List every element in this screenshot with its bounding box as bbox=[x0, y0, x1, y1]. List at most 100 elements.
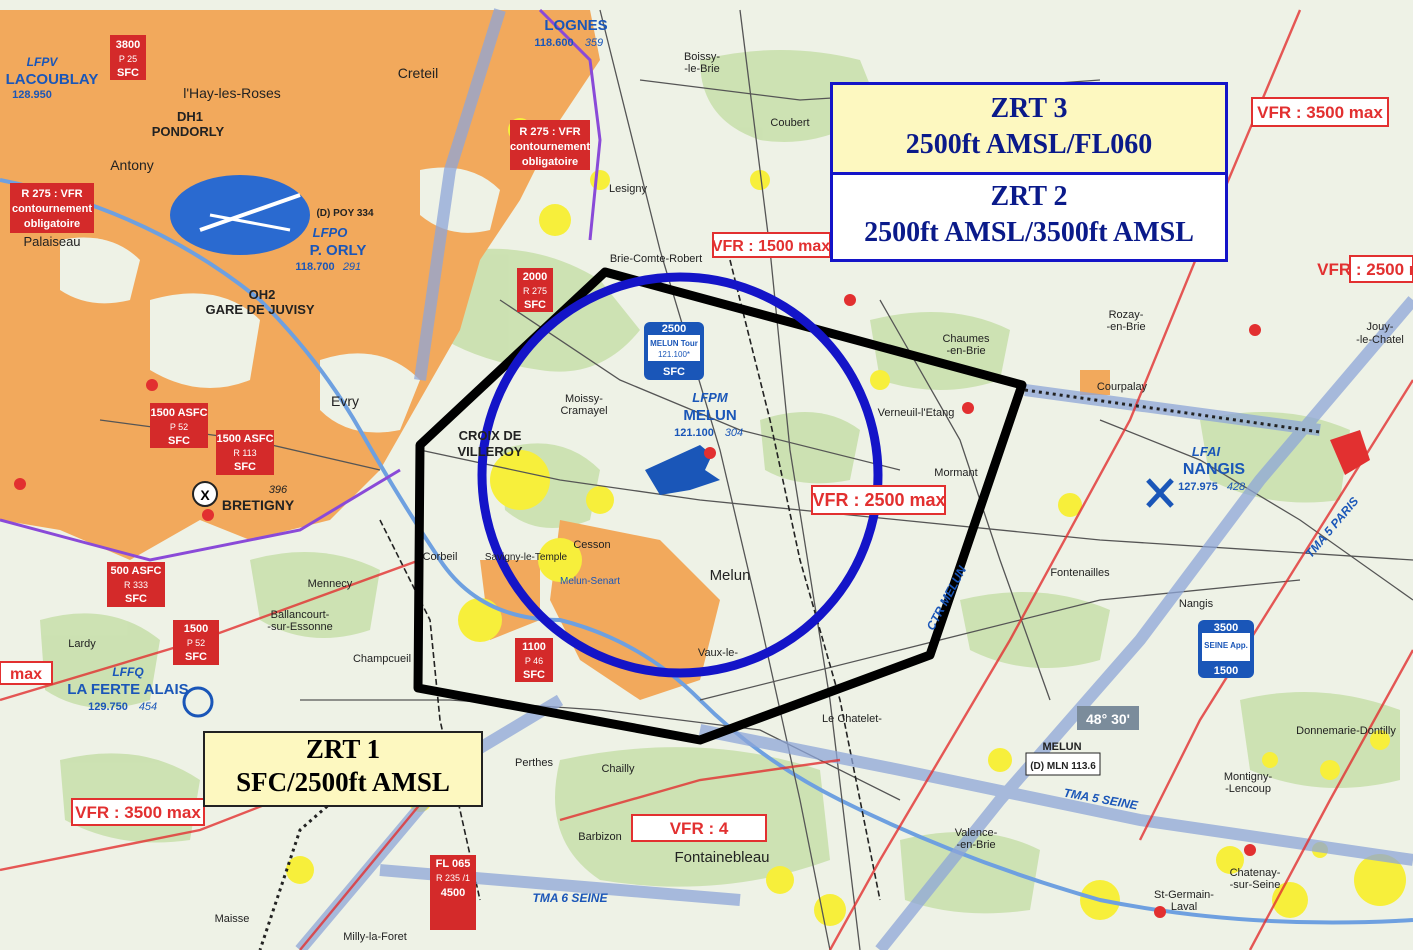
place-label: -sur-Seine bbox=[1230, 879, 1281, 891]
urban-gaps bbox=[60, 167, 500, 433]
place-label: GARE DE JUVISY bbox=[205, 302, 314, 317]
bretigny-elev: 396 bbox=[269, 484, 288, 496]
place-label: -sur-Essonne bbox=[267, 621, 332, 633]
altitude-box-mid: P 52 bbox=[187, 638, 205, 648]
nangis-name: NANGIS bbox=[1183, 461, 1246, 478]
place-label: Cramayel bbox=[560, 405, 607, 417]
melun-tour-top: 2500 bbox=[662, 323, 686, 335]
place-label: Savigny-le-Temple bbox=[485, 552, 568, 563]
altitude-box-bottom: SFC bbox=[117, 67, 139, 79]
nangis-airport-symbol bbox=[1146, 478, 1174, 508]
heliports bbox=[14, 294, 1261, 918]
purple-boundary bbox=[0, 8, 602, 562]
place-label: -en-Brie bbox=[1106, 321, 1145, 333]
place-label: Evry bbox=[331, 393, 359, 409]
tma-label: TMA 6 SEINE bbox=[533, 891, 609, 905]
nangis-icao: LFAI bbox=[1192, 444, 1221, 459]
altitude-box-bottom: SFC bbox=[524, 299, 546, 311]
place-label: Boissy- bbox=[684, 51, 720, 63]
la-ferte-icao: LFFQ bbox=[112, 665, 144, 679]
svg-text:X: X bbox=[200, 487, 210, 503]
nangis-freq: 127.975 bbox=[1178, 481, 1218, 493]
lacoublay-freq: 128.950 bbox=[12, 89, 52, 101]
place-label: St-Germain- bbox=[1154, 889, 1214, 901]
place-label: -en-Brie bbox=[946, 345, 985, 357]
seine-river bbox=[0, 178, 1413, 925]
altitude-box-bottom: SFC bbox=[234, 461, 256, 473]
place-label: Vaux-le- bbox=[698, 647, 738, 659]
zrt3-limits: 2500ft AMSL/FL060 bbox=[905, 129, 1153, 160]
altitude-box-bottom: SFC bbox=[168, 435, 190, 447]
bretigny-symbol: X bbox=[192, 481, 218, 507]
altitude-box-top: FL 065 bbox=[436, 858, 471, 870]
obstacle-marker bbox=[1330, 430, 1370, 475]
altitude-box-top: 1500 ASFC bbox=[150, 407, 207, 419]
place-label: OH2 bbox=[249, 287, 276, 302]
place-label: Perthes bbox=[515, 757, 553, 769]
restricted-label: obligatoire bbox=[522, 156, 578, 168]
place-label: Mormant bbox=[934, 467, 977, 479]
place-label: -le-Chatel bbox=[1356, 334, 1404, 346]
place-label: Barbizon bbox=[578, 831, 621, 843]
place-label: Rozay- bbox=[1109, 309, 1144, 321]
melun-vor-ident: (D) MLN 113.6 bbox=[1030, 761, 1096, 772]
place-label: Lesigny bbox=[609, 183, 647, 195]
place-label: Antony bbox=[110, 157, 154, 173]
altitude-box-mid: R 333 bbox=[124, 580, 148, 590]
seine-app-top: 3500 bbox=[1214, 622, 1238, 634]
altitude-box-top: 3800 bbox=[116, 39, 140, 51]
dotted-boundary bbox=[1024, 388, 1321, 434]
lacoublay-icao: LFPV bbox=[27, 55, 59, 69]
vfr-label: VFR : 1500 max bbox=[712, 238, 830, 255]
altitude-box-bottom: SFC bbox=[125, 593, 147, 605]
la-ferte-name: LA FERTE ALAIS bbox=[67, 681, 188, 698]
melun-tour-freq: 121.100* bbox=[658, 350, 690, 359]
place-label: -Lencoup bbox=[1225, 783, 1271, 795]
vfr-label: VFR : 3500 max bbox=[75, 803, 201, 822]
orly-freq: 118.700 bbox=[295, 261, 334, 273]
vfr-label: VFR : 2500 max bbox=[1317, 260, 1413, 279]
vfr-boxes bbox=[0, 97, 1413, 842]
zrt1-name: ZRT 1 bbox=[305, 734, 381, 764]
place-label: Palaiseau bbox=[23, 234, 80, 249]
place-label: PONDORLY bbox=[152, 124, 225, 139]
restricted-label: R 275 : VFR bbox=[519, 126, 580, 138]
zrt1-limits: SFC/2500ft AMSL bbox=[236, 767, 450, 797]
place-label: Ballancourt- bbox=[271, 609, 330, 621]
latitude-label: 48° 30' bbox=[1086, 711, 1130, 727]
melun-ctr-circle bbox=[477, 272, 883, 678]
altitude-box-mid: P 46 bbox=[525, 656, 543, 666]
place-label: Le Chatelet- bbox=[822, 713, 882, 725]
place-label: Corbeil bbox=[423, 551, 458, 563]
latitude-box bbox=[1077, 706, 1139, 730]
la-ferte-airport-symbol bbox=[182, 686, 214, 718]
altitude-box-top: 1100 bbox=[522, 641, 546, 653]
place-label: Milly-la-Foret bbox=[343, 931, 407, 943]
place-label: Laval bbox=[1171, 901, 1197, 913]
place-label: Maisse bbox=[215, 913, 250, 925]
bretigny-name: BRETIGNY bbox=[222, 497, 295, 513]
zrt3-name: ZRT 3 bbox=[990, 93, 1068, 124]
place-label: -le-Brie bbox=[684, 63, 719, 75]
place-label: -en-Brie bbox=[956, 839, 995, 851]
altitude-box-top: 1500 ASFC bbox=[216, 433, 273, 445]
melun-tour-box bbox=[644, 322, 704, 380]
place-label: Coubert bbox=[770, 117, 809, 129]
place-label: Creteil bbox=[398, 65, 438, 81]
altitude-box-mid: P 52 bbox=[170, 422, 188, 432]
melun-name: MELUN bbox=[683, 407, 736, 424]
restricted-label: contournement bbox=[12, 203, 92, 215]
zrt3-label-box: ZRT 3 2500ft AMSL/FL060 bbox=[830, 82, 1228, 172]
place-label: Chailly bbox=[601, 763, 635, 775]
melun-vor-name: MELUN bbox=[1042, 741, 1081, 753]
altitude-box-bottom: SFC bbox=[185, 651, 207, 663]
altitude-box-mid: R 113 bbox=[233, 448, 256, 458]
place-label: Moissy- bbox=[565, 393, 603, 405]
seine-app-bottom: 1500 bbox=[1214, 665, 1238, 677]
altitude-box-top: 2000 bbox=[523, 271, 547, 283]
lognes-elev: 359 bbox=[585, 37, 603, 49]
vfr-label: VFR : 2500 max bbox=[812, 490, 945, 510]
altitude-box-top: 500 ASFC bbox=[111, 565, 162, 577]
place-label: Montigny- bbox=[1224, 771, 1273, 783]
restricted-label: contournement bbox=[510, 141, 590, 153]
